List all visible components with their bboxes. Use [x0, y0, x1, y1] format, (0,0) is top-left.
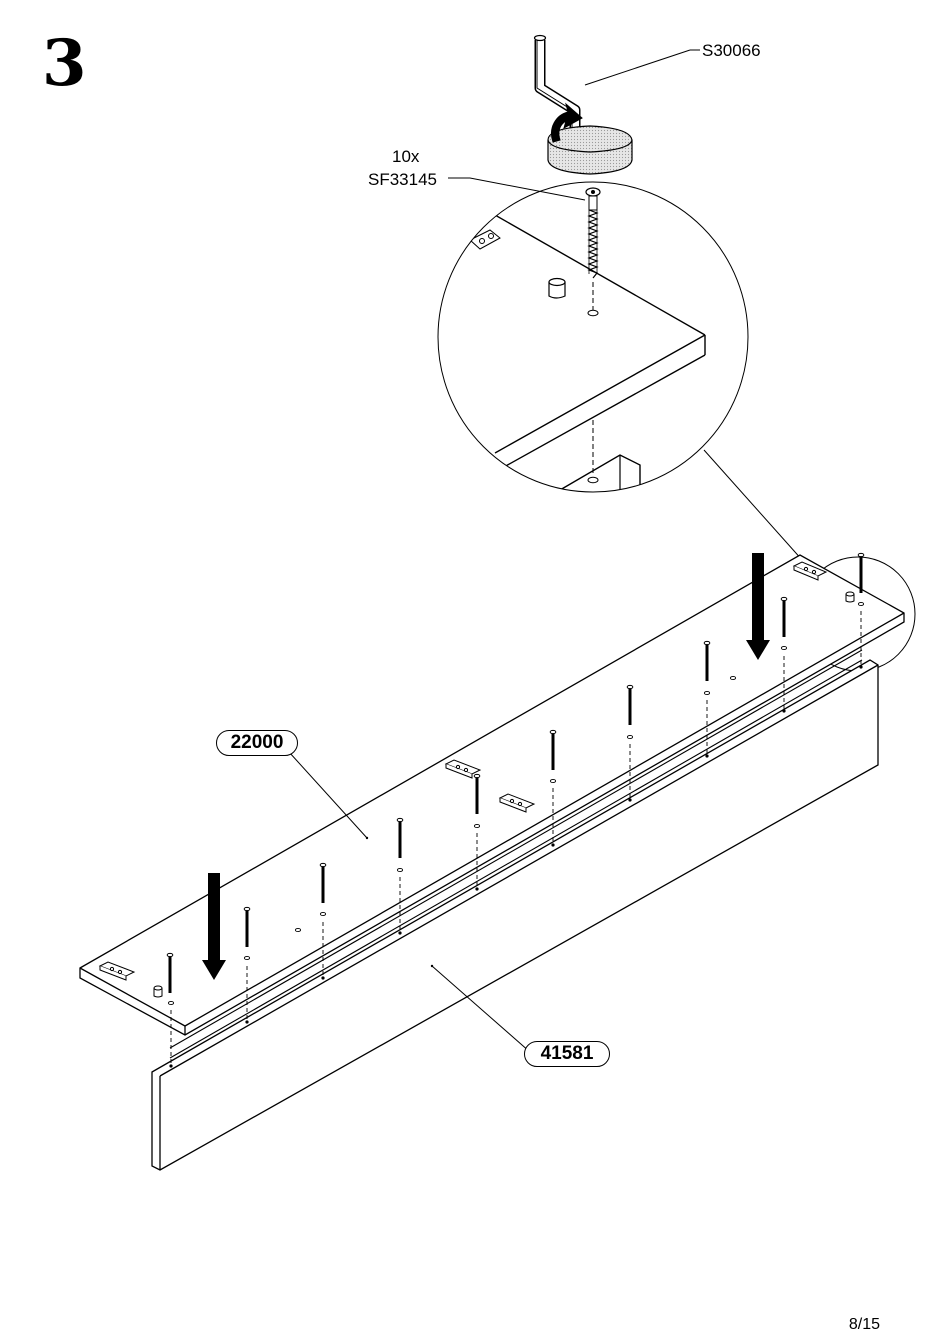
screw-quantity-label: 10x — [392, 148, 419, 165]
page-number: 8/15 — [849, 1316, 880, 1334]
detail-magnifier — [430, 178, 820, 580]
step-number: 3 — [42, 32, 87, 96]
dowel-icon — [154, 986, 162, 997]
screw-icon — [858, 553, 864, 593]
rail-edge — [170, 650, 862, 1058]
tool-part-label: S30066 — [702, 42, 761, 59]
screw-icon — [586, 188, 600, 278]
dowel-icon — [549, 279, 565, 299]
part-badge-shelf: 22000 — [216, 730, 298, 756]
dowel-icon — [846, 592, 854, 602]
screw-part-label: SF33145 — [368, 171, 437, 188]
rotate-arrow-icon — [548, 104, 632, 174]
part-badge-front: 41581 — [524, 1041, 610, 1067]
